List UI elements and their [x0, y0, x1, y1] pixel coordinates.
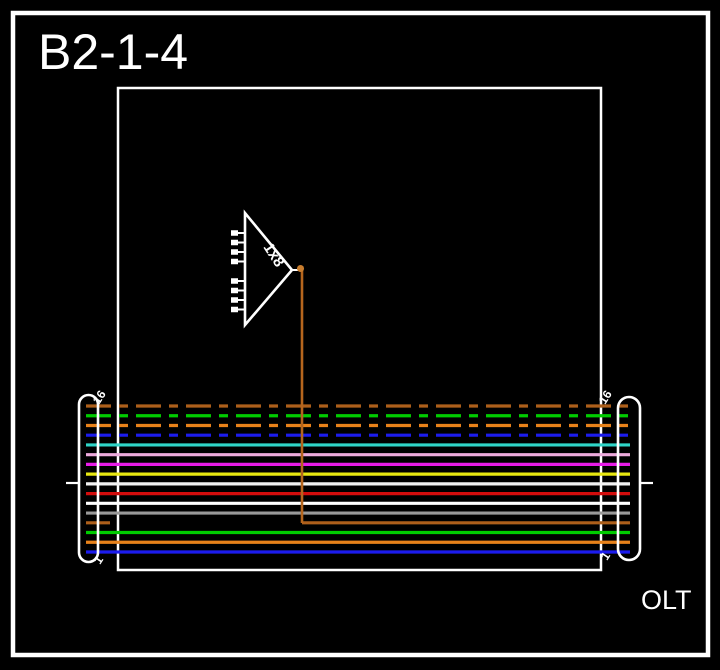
- plan-box: [116, 86, 603, 572]
- right-cable-top-label: 16: [596, 388, 615, 407]
- splitter-output-node: [296, 264, 305, 273]
- splitter-port-connector: [231, 258, 238, 265]
- splitter-port-connector: [231, 278, 238, 284]
- splitter-port-connector: [231, 297, 238, 303]
- splitter-port-connector: [231, 249, 238, 255]
- splitter-port-connector: [231, 230, 238, 236]
- left-cable-top-label: 16: [90, 388, 109, 407]
- splitter-port-connector: [231, 306, 238, 313]
- splitter-ratio-label: 1x8: [260, 240, 288, 270]
- splitter-port-connector: [231, 287, 238, 294]
- splitter-triangle: [243, 209, 294, 329]
- left-capsule: [77, 393, 100, 564]
- outer-border: [10, 10, 711, 658]
- right-capsule: [616, 395, 642, 562]
- splitter-ports: [231, 230, 245, 313]
- fiber-cable-lines: [86, 404, 630, 554]
- olt-label: OLT: [641, 585, 692, 615]
- page-title: B2-1-4: [38, 24, 188, 80]
- splitter-port-connector: [231, 239, 238, 246]
- splitter-symbol: 1x8: [231, 209, 305, 329]
